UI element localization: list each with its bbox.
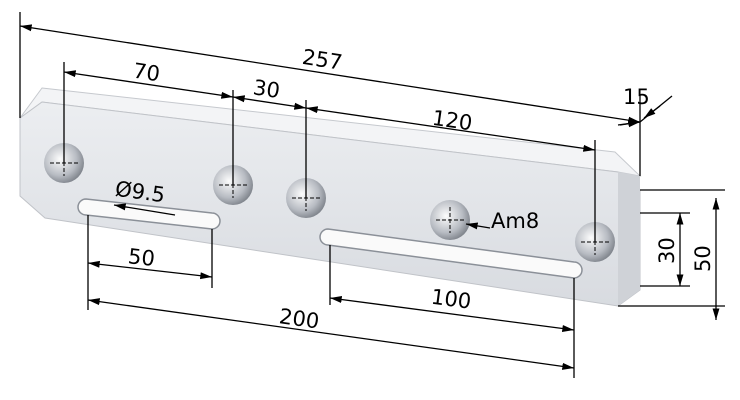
hole: [430, 200, 470, 240]
dim-thickness: 15: [623, 85, 650, 109]
dim-hole-spacing-3: 120: [431, 106, 474, 136]
dim-short-slot-length: 50: [127, 244, 156, 271]
dim-overall-height: 50: [691, 245, 715, 272]
dim-thread: Am8: [491, 209, 539, 233]
dimension-lines: [19, 12, 725, 378]
dim-slot-span: 200: [278, 304, 321, 333]
dimension-labels: 257 70 30 120 15 Ø9.5 Am8 50 200 100 30 …: [114, 45, 715, 334]
dim-long-slot-length: 100: [430, 285, 473, 314]
dim-hole-spacing-2: 30: [252, 75, 282, 103]
dim-slot-height: 30: [655, 237, 679, 264]
dim-hole-spacing-1: 70: [132, 59, 162, 87]
plate-side-face: [618, 172, 640, 306]
